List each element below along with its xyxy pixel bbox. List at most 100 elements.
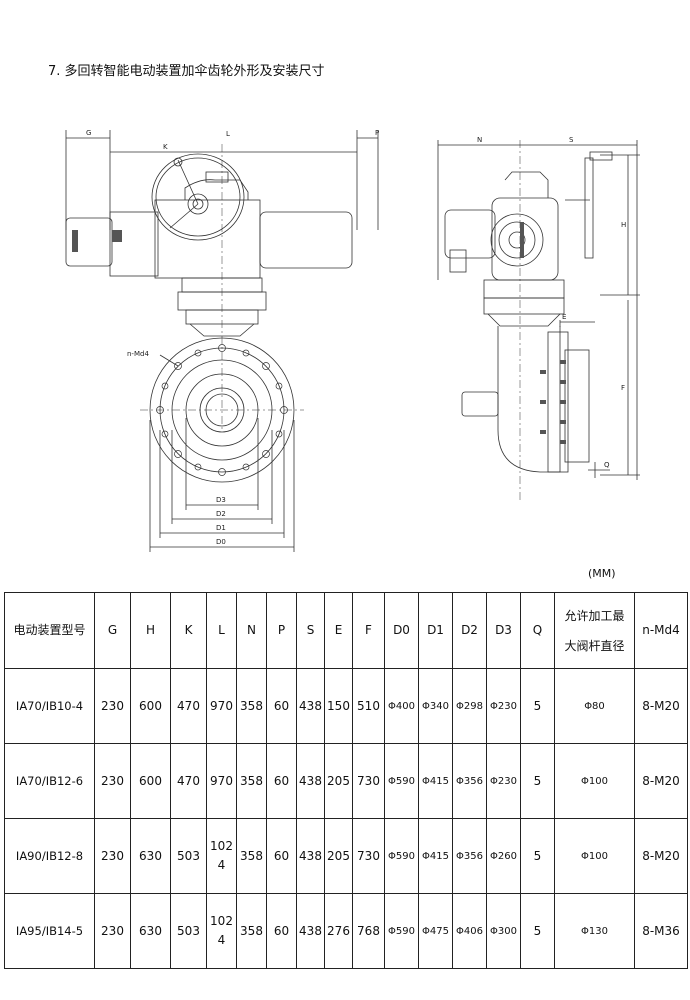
cell-n-md4: 8-M20 [634, 668, 688, 744]
cell-stem: Φ80 [554, 668, 635, 744]
header-stem-line1: 允许加工最 [564, 608, 625, 623]
cell-model: IA90/IB12-8 [4, 818, 95, 894]
cell-d3: Φ260 [486, 818, 521, 894]
header-d0: D0 [384, 592, 419, 669]
header-q: Q [520, 592, 555, 669]
table-row: IA90/IB12-8 230 630 503 1024 358 60 438 … [4, 818, 688, 894]
header-stem-line2: 大阀杆直径 [564, 638, 625, 653]
header-h: H [130, 592, 171, 669]
cell-d2: Φ298 [452, 668, 487, 744]
label-p: P [375, 129, 379, 137]
cell-g: 230 [94, 668, 131, 744]
cell-p: 60 [266, 893, 297, 969]
cell-g: 230 [94, 743, 131, 819]
table-header-row: 电动装置型号 G H K L N P S E F D0 D1 D2 D3 Q 允… [4, 592, 688, 669]
dimension-table: 电动装置型号 G H K L N P S E F D0 D1 D2 D3 Q 允… [4, 592, 688, 969]
label-d1: D1 [216, 524, 226, 532]
cell-d2: Φ356 [452, 743, 487, 819]
cell-h: 630 [130, 893, 171, 969]
header-f: F [352, 592, 385, 669]
cell-d0: Φ590 [384, 893, 419, 969]
cell-n: 358 [236, 743, 267, 819]
label-k: K [163, 143, 168, 151]
section-heading: 7. 多回转智能电动装置加伞齿轮外形及安装尺寸 [48, 64, 325, 79]
header-s: S [296, 592, 325, 669]
cell-q: 5 [520, 743, 555, 819]
cell-s: 438 [296, 743, 325, 819]
technical-drawing: G K L P N S H E F Q n-Md4 D3 D2 D1 D0 [65, 129, 640, 552]
cell-n-md4: 8-M20 [634, 743, 688, 819]
label-e: E [562, 313, 566, 321]
cell-f: 730 [352, 818, 385, 894]
cell-p: 60 [266, 818, 297, 894]
cell-n: 358 [236, 668, 267, 744]
label-d0: D0 [216, 538, 226, 546]
cell-f: 730 [352, 743, 385, 819]
header-stem-diameter: 允许加工最 大阀杆直径 [554, 592, 635, 669]
header-d1: D1 [418, 592, 453, 669]
cell-q: 5 [520, 893, 555, 969]
cell-p: 60 [266, 743, 297, 819]
cell-d1: Φ415 [418, 743, 453, 819]
cell-l: 1024 [206, 893, 237, 969]
cell-l: 1024 [206, 818, 237, 894]
header-g: G [94, 592, 131, 669]
cell-s: 438 [296, 668, 325, 744]
cell-p: 60 [266, 668, 297, 744]
header-k: K [170, 592, 207, 669]
cell-l: 970 [206, 668, 237, 744]
label-d3: D3 [216, 496, 226, 504]
cell-e: 150 [324, 668, 353, 744]
cell-q: 5 [520, 668, 555, 744]
header-n-md4: n-Md4 [634, 592, 688, 669]
cell-model: IA70/IB12-6 [4, 743, 95, 819]
header-e: E [324, 592, 353, 669]
unit-label: (MM) [588, 567, 616, 580]
table-row: IA70/IB12-6 230 600 470 970 358 60 438 2… [4, 743, 688, 819]
cell-d3: Φ300 [486, 893, 521, 969]
cell-g: 230 [94, 893, 131, 969]
cell-h: 630 [130, 818, 171, 894]
label-n-md4: n-Md4 [127, 350, 149, 358]
label-n: N [477, 136, 482, 144]
cell-d1: Φ415 [418, 818, 453, 894]
cell-stem: Φ100 [554, 743, 635, 819]
cell-k: 503 [170, 893, 207, 969]
cell-d0: Φ590 [384, 743, 419, 819]
table-row: IA95/IB14-5 230 630 503 1024 358 60 438 … [4, 893, 688, 969]
cell-h: 600 [130, 743, 171, 819]
cell-q: 5 [520, 818, 555, 894]
cell-stem: Φ130 [554, 893, 635, 969]
label-h: H [621, 221, 626, 229]
cell-g: 230 [94, 818, 131, 894]
label-d2: D2 [216, 510, 226, 518]
header-d3: D3 [486, 592, 521, 669]
cell-d1: Φ475 [418, 893, 453, 969]
cell-n: 358 [236, 818, 267, 894]
cell-e: 205 [324, 818, 353, 894]
header-d2: D2 [452, 592, 487, 669]
header-l: L [206, 592, 237, 669]
cell-h: 600 [130, 668, 171, 744]
cell-d2: Φ406 [452, 893, 487, 969]
label-g: G [86, 129, 91, 137]
cell-s: 438 [296, 818, 325, 894]
table-row: IA70/IB10-4 230 600 470 970 358 60 438 1… [4, 668, 688, 744]
cell-k: 470 [170, 743, 207, 819]
cell-n: 358 [236, 893, 267, 969]
cell-e: 276 [324, 893, 353, 969]
header-model: 电动装置型号 [4, 592, 95, 669]
cell-d1: Φ340 [418, 668, 453, 744]
cell-model: IA70/IB10-4 [4, 668, 95, 744]
cell-d0: Φ590 [384, 818, 419, 894]
label-f: F [621, 384, 625, 392]
cell-model: IA95/IB14-5 [4, 893, 95, 969]
header-n: N [236, 592, 267, 669]
cell-k: 470 [170, 668, 207, 744]
cell-n-md4: 8-M36 [634, 893, 688, 969]
cell-d0: Φ400 [384, 668, 419, 744]
label-s: S [569, 136, 574, 144]
cell-l: 970 [206, 743, 237, 819]
cell-d2: Φ356 [452, 818, 487, 894]
cell-d3: Φ230 [486, 743, 521, 819]
